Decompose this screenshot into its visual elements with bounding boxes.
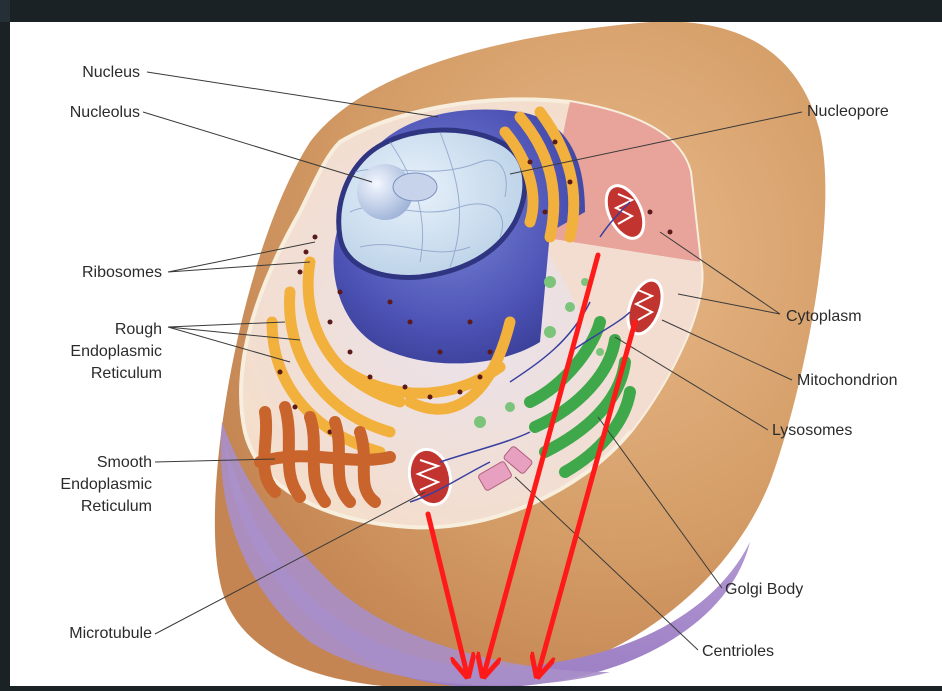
label-cytoplasm: Cytoplasm bbox=[786, 306, 862, 327]
label-centrioles: Centrioles bbox=[702, 641, 774, 662]
label-rough-er-line2: Endoplasmic bbox=[20, 341, 162, 362]
label-smooth-er-line2: Endoplasmic bbox=[20, 474, 152, 495]
label-nucleus: Nucleus bbox=[40, 62, 140, 83]
label-smooth-er-line3: Reticulum bbox=[20, 496, 152, 517]
label-microtubule: Microtubule bbox=[20, 623, 152, 644]
label-rough-er-line3: Reticulum bbox=[20, 363, 162, 384]
label-nucleopore: Nucleopore bbox=[807, 101, 889, 122]
label-rough-er-line1: Rough bbox=[20, 319, 162, 340]
label-nucleolus: Nucleolus bbox=[30, 102, 140, 123]
label-ribosomes: Ribosomes bbox=[20, 262, 162, 283]
label-smooth-er-line1: Smooth bbox=[20, 452, 152, 473]
label-lysosomes: Lysosomes bbox=[772, 420, 852, 441]
cell-diagram-panel: Nucleus Nucleolus Ribosomes Rough Endopl… bbox=[10, 22, 942, 686]
label-golgi-body: Golgi Body bbox=[725, 579, 803, 600]
dark-top-bar bbox=[0, 0, 10, 22]
label-mitochondrion: Mitochondrion bbox=[797, 370, 898, 391]
nucleolus-core bbox=[393, 173, 437, 201]
